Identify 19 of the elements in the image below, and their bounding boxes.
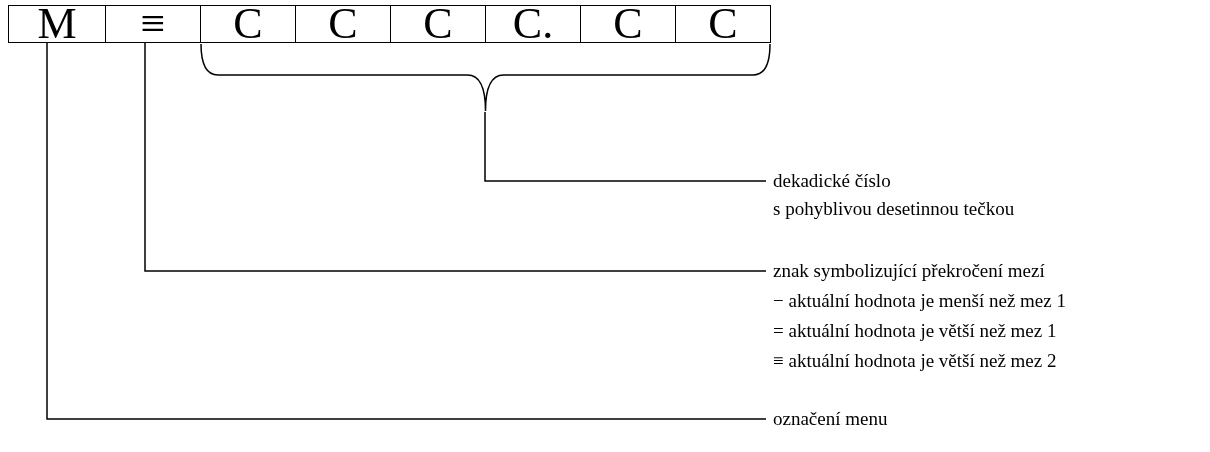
display-cell: ≡ bbox=[105, 5, 201, 43]
display-cell: C bbox=[200, 5, 296, 43]
leader-line bbox=[144, 42, 767, 272]
display-cell: C bbox=[675, 5, 771, 43]
leader-line bbox=[484, 111, 767, 182]
display-cell: C bbox=[295, 5, 391, 43]
annotation-text: s pohyblivou desetinnou tečkou bbox=[773, 197, 1015, 221]
annotation-text: ≡ aktuální hodnota je větší než mez 2 bbox=[773, 349, 1058, 373]
annotation-text: dekadické číslo bbox=[773, 169, 892, 193]
display-cell: M bbox=[8, 5, 106, 43]
annotation-text: označení menu bbox=[773, 407, 888, 431]
annotation-text: znak symbolizující překročení mezí bbox=[773, 259, 1046, 283]
display-cell: C bbox=[580, 5, 676, 43]
display-cell: C bbox=[390, 5, 486, 43]
display-cell: C. bbox=[485, 5, 581, 43]
leader-line bbox=[46, 42, 767, 420]
annotation-text: = aktuální hodnota je větší než mez 1 bbox=[773, 319, 1058, 343]
brace-bracket bbox=[200, 44, 771, 112]
annotation-text: − aktuální hodnota je menší než mez 1 bbox=[773, 289, 1066, 313]
